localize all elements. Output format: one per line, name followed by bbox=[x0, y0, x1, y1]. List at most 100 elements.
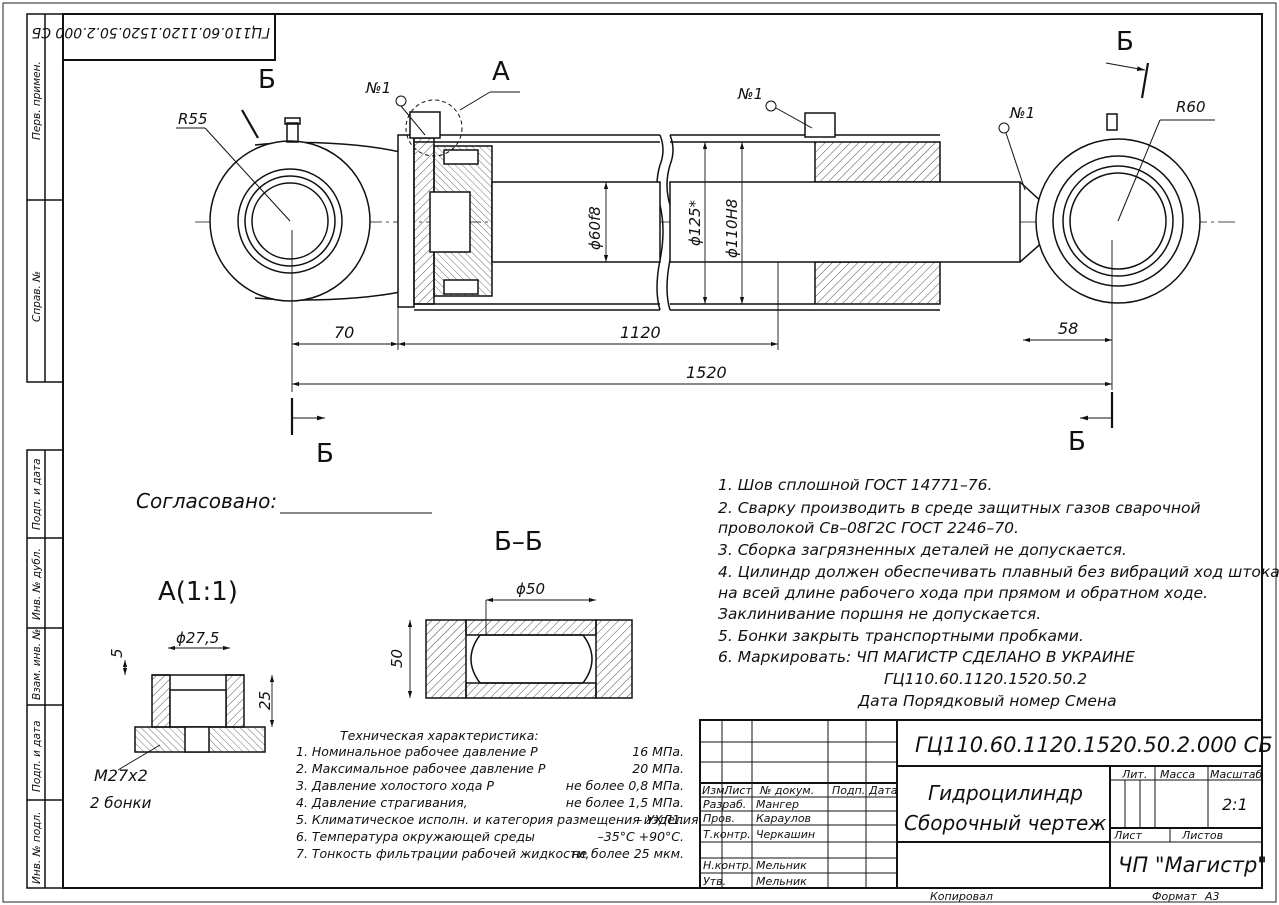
dim-1520: 1520 bbox=[686, 363, 727, 382]
side-label-5: Взам. инв. № bbox=[31, 629, 43, 700]
dim-58: 58 bbox=[1058, 319, 1078, 338]
tech-row-label: 7. Тонкость фильтрации рабочей жидкости, bbox=[296, 846, 589, 861]
tech-row-value: не более 0,8 МПа. bbox=[566, 778, 684, 793]
dim-h25: 25 bbox=[256, 691, 274, 710]
note-line: проволокой Св–08Г2С ГОСТ 2246–70. bbox=[718, 519, 1019, 537]
dim-h50: 50 bbox=[388, 649, 406, 668]
tech-row-value: 20 МПа. bbox=[632, 761, 684, 776]
note-line: Заклинивание поршня не допускается. bbox=[718, 605, 1041, 623]
tb-hdr-doc: № докум. bbox=[759, 784, 814, 797]
tb-role: Утв. bbox=[703, 875, 726, 888]
note-line: 2. Сварку производить в среде защитных г… bbox=[718, 499, 1201, 517]
tb-sheets: Листов bbox=[1181, 829, 1223, 842]
note-line: на всей длине рабочего хода при прямом и… bbox=[718, 584, 1208, 602]
dim-d50: ϕ50 bbox=[516, 580, 545, 598]
side-label-7: Инв. № подл. bbox=[31, 812, 43, 884]
tb-col-lit: Лит. bbox=[1121, 768, 1147, 781]
tech-row-label: 3. Давление холостого хода P bbox=[296, 778, 494, 793]
side-label-4: Инв. № дубл. bbox=[31, 548, 43, 620]
tb-role: Н.контр. bbox=[703, 859, 752, 872]
dim-70: 70 bbox=[334, 323, 354, 342]
tb-name-1: Гидроцилиндр bbox=[928, 781, 1083, 805]
tech-row-value: не более 1,5 МПа. bbox=[566, 795, 684, 810]
title-block-text: ГЦ110.60.1120.1520.50.2.000 СБ Гидроцили… bbox=[702, 733, 1273, 903]
section-marks bbox=[241, 62, 1150, 435]
tb-scale: 2:1 bbox=[1222, 795, 1248, 814]
tb-role: Разраб. bbox=[703, 798, 746, 811]
tb-format: А3 bbox=[1204, 890, 1220, 903]
dim-d125: ϕ125* bbox=[686, 199, 704, 246]
right-eye bbox=[1035, 113, 1201, 304]
tech-row-label: 1. Номинальное рабочее давление P bbox=[296, 744, 538, 759]
tb-col-scale: Масштаб bbox=[1210, 768, 1262, 781]
tb-copied: Копировал bbox=[930, 890, 993, 903]
notes: 1. Шов сплошной ГОСТ 14771–76. 2. Сварку… bbox=[718, 476, 1279, 710]
tb-hdr-sign: Подп. bbox=[832, 784, 865, 797]
detail-title: А(1:1) bbox=[158, 577, 238, 607]
side-label-3: Подп. и дата bbox=[31, 458, 43, 530]
note-line: ГЦ110.60.1120.1520.50.2 bbox=[884, 670, 1087, 688]
section-bb bbox=[407, 597, 633, 699]
note-line: 4. Цилиндр должен обеспечивать плавный б… bbox=[718, 563, 1279, 581]
tb-hdr-list: Лист bbox=[723, 784, 752, 797]
section-title: Б–Б bbox=[494, 527, 543, 557]
tech-row-value: 16 МПа. bbox=[632, 744, 684, 759]
tb-code: ГЦ110.60.1120.1520.50.2.000 СБ bbox=[915, 733, 1273, 757]
note-line: 5. Бонки закрыть транспортными пробками. bbox=[718, 627, 1084, 645]
dim-h5: 5 bbox=[108, 648, 126, 658]
dim-r60: R60 bbox=[1176, 98, 1206, 116]
tb-format-label: Формат bbox=[1152, 890, 1197, 903]
tb-name-2: Сборочный чертеж bbox=[904, 811, 1106, 835]
drawing-labels: Б А Б Б Б №1 №1 №1 R55 R60 ϕ60f8 ϕ125* ϕ… bbox=[90, 27, 1206, 812]
mark-b-bottom-right: Б bbox=[1068, 427, 1086, 457]
mark-a: А bbox=[492, 57, 510, 87]
tb-company: ЧП "Магистр" bbox=[1118, 853, 1267, 877]
tech-row-label: 2. Максимальное рабочее давление P bbox=[296, 761, 546, 776]
side-stamp bbox=[26, 13, 64, 889]
tech-spec-title: Техническая характеристика: bbox=[340, 728, 539, 743]
tb-person: Караулов bbox=[756, 812, 811, 825]
dim-d110h8: ϕ110H8 bbox=[723, 199, 741, 258]
tech-row-label: 5. Климатическое исполн. и категория раз… bbox=[296, 812, 699, 827]
tb-hdr-izm: Изм. bbox=[702, 784, 728, 797]
leaders bbox=[176, 91, 1215, 222]
tb-sheet: Лист bbox=[1113, 829, 1142, 842]
mark-b-top-left: Б bbox=[258, 65, 276, 95]
pos-1-left: №1 bbox=[365, 79, 391, 97]
side-label-1: Перв. примен. bbox=[31, 61, 43, 140]
side-label-6: Подп. и дата bbox=[31, 720, 43, 792]
rotated-code-box bbox=[62, 13, 276, 61]
piston-rod bbox=[491, 181, 1046, 263]
detail-a bbox=[117, 645, 275, 771]
tb-hdr-date: Дата bbox=[868, 784, 898, 797]
dim-d60f8: ϕ60f8 bbox=[586, 206, 604, 250]
tb-role: Т.контр. bbox=[703, 828, 751, 841]
left-eye bbox=[209, 117, 401, 302]
tb-person: Мельник bbox=[756, 859, 807, 872]
tb-role: Пров. bbox=[703, 812, 735, 825]
bosses-label: 2 бонки bbox=[90, 794, 152, 812]
tech-row-value: –35°С +90°С. bbox=[598, 829, 684, 844]
tb-person: Мельник bbox=[756, 875, 807, 888]
tech-spec: Техническая характеристика: 1. Номинальн… bbox=[296, 728, 699, 861]
tech-row-label: 6. Температура окружающей среды bbox=[296, 829, 535, 844]
side-label-2: Справ. № bbox=[31, 271, 43, 322]
dim-1120: 1120 bbox=[620, 323, 661, 342]
tb-col-mass: Масса bbox=[1160, 768, 1195, 781]
tech-row-label: 4. Давление страгивания, bbox=[296, 795, 468, 810]
pos-1-mid: №1 bbox=[737, 85, 763, 103]
tb-person: Мангер bbox=[756, 798, 799, 811]
tb-person: Черкашин bbox=[756, 828, 815, 841]
tech-row-value: не более 25 мкм. bbox=[571, 846, 684, 861]
mark-b-bottom-left: Б bbox=[316, 439, 334, 469]
rotated-code: ГЦ110.60.1120.1520.50.2.000 СБ bbox=[32, 24, 270, 40]
agreed-label: Согласовано: bbox=[136, 489, 277, 513]
pos-1-right: №1 bbox=[1009, 104, 1035, 122]
title-block-grid bbox=[699, 719, 1263, 889]
dimension-lines bbox=[291, 142, 1113, 392]
note-line: Дата Порядковый номер Смена bbox=[857, 692, 1117, 710]
mark-b-top-right: Б bbox=[1116, 27, 1134, 57]
tech-row-value: – УХЛ1. bbox=[636, 812, 684, 827]
note-line: 1. Шов сплошной ГОСТ 14771–76. bbox=[718, 476, 992, 494]
